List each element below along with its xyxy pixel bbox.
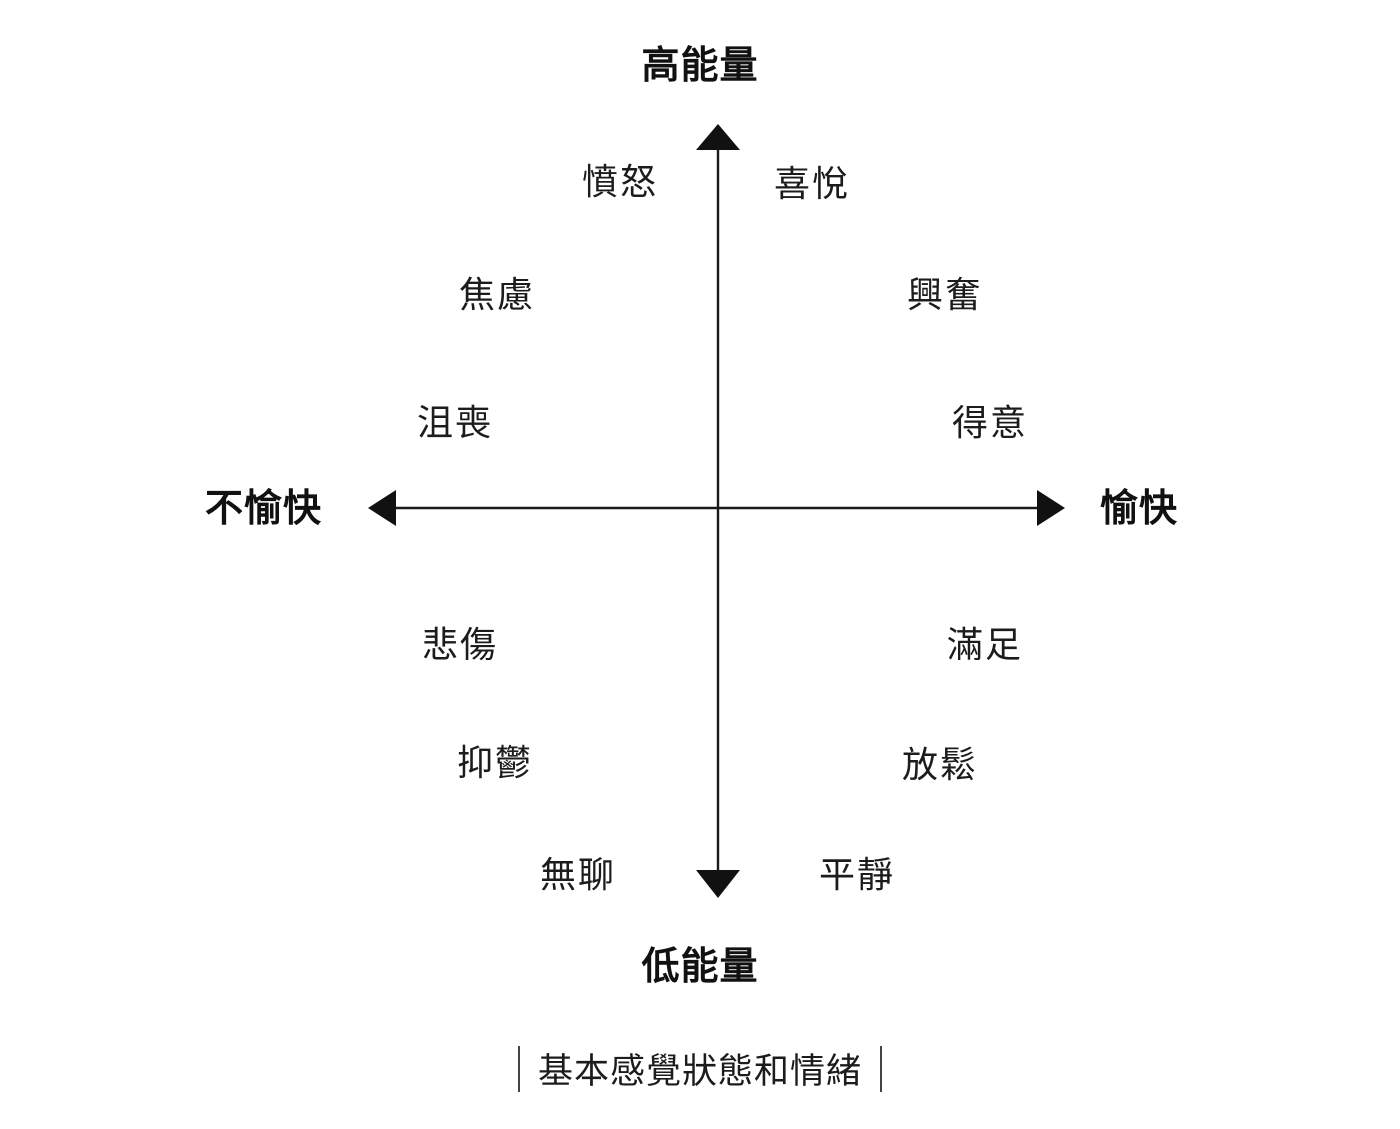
arrow-right-icon [1037,490,1065,526]
emotion-word: 滿足 [946,624,1024,665]
emotion-word: 抑鬱 [456,742,534,783]
caption-bar-right-icon [880,1046,882,1092]
axis-label-high-energy: 高能量 [641,45,759,87]
emotion-word: 無聊 [539,854,617,895]
emotion-word: 喜悅 [773,163,851,204]
emotion-word: 放鬆 [901,744,979,785]
figure-caption: 基本感覺狀態和情緒 [0,1046,1400,1094]
emotion-word: 憤怒 [581,161,659,202]
axis-label-pleasant: 愉快 [1100,488,1179,530]
axis-label-low-energy: 低能量 [641,946,759,988]
caption-text: 基本感覺狀態和情緒 [537,1051,862,1091]
emotion-word: 沮喪 [416,402,494,443]
arrow-left-icon [368,490,396,526]
caption-bar-left-icon [517,1046,520,1092]
emotion-word: 悲傷 [421,624,499,665]
emotion-word: 興奮 [906,274,984,315]
emotion-word: 焦慮 [458,274,536,315]
emotion-word: 得意 [951,402,1029,443]
emotion-word: 平靜 [818,854,896,895]
arrow-up-icon [696,124,740,150]
arrow-down-icon [696,870,740,898]
axis-label-unpleasant: 不愉快 [205,488,323,530]
